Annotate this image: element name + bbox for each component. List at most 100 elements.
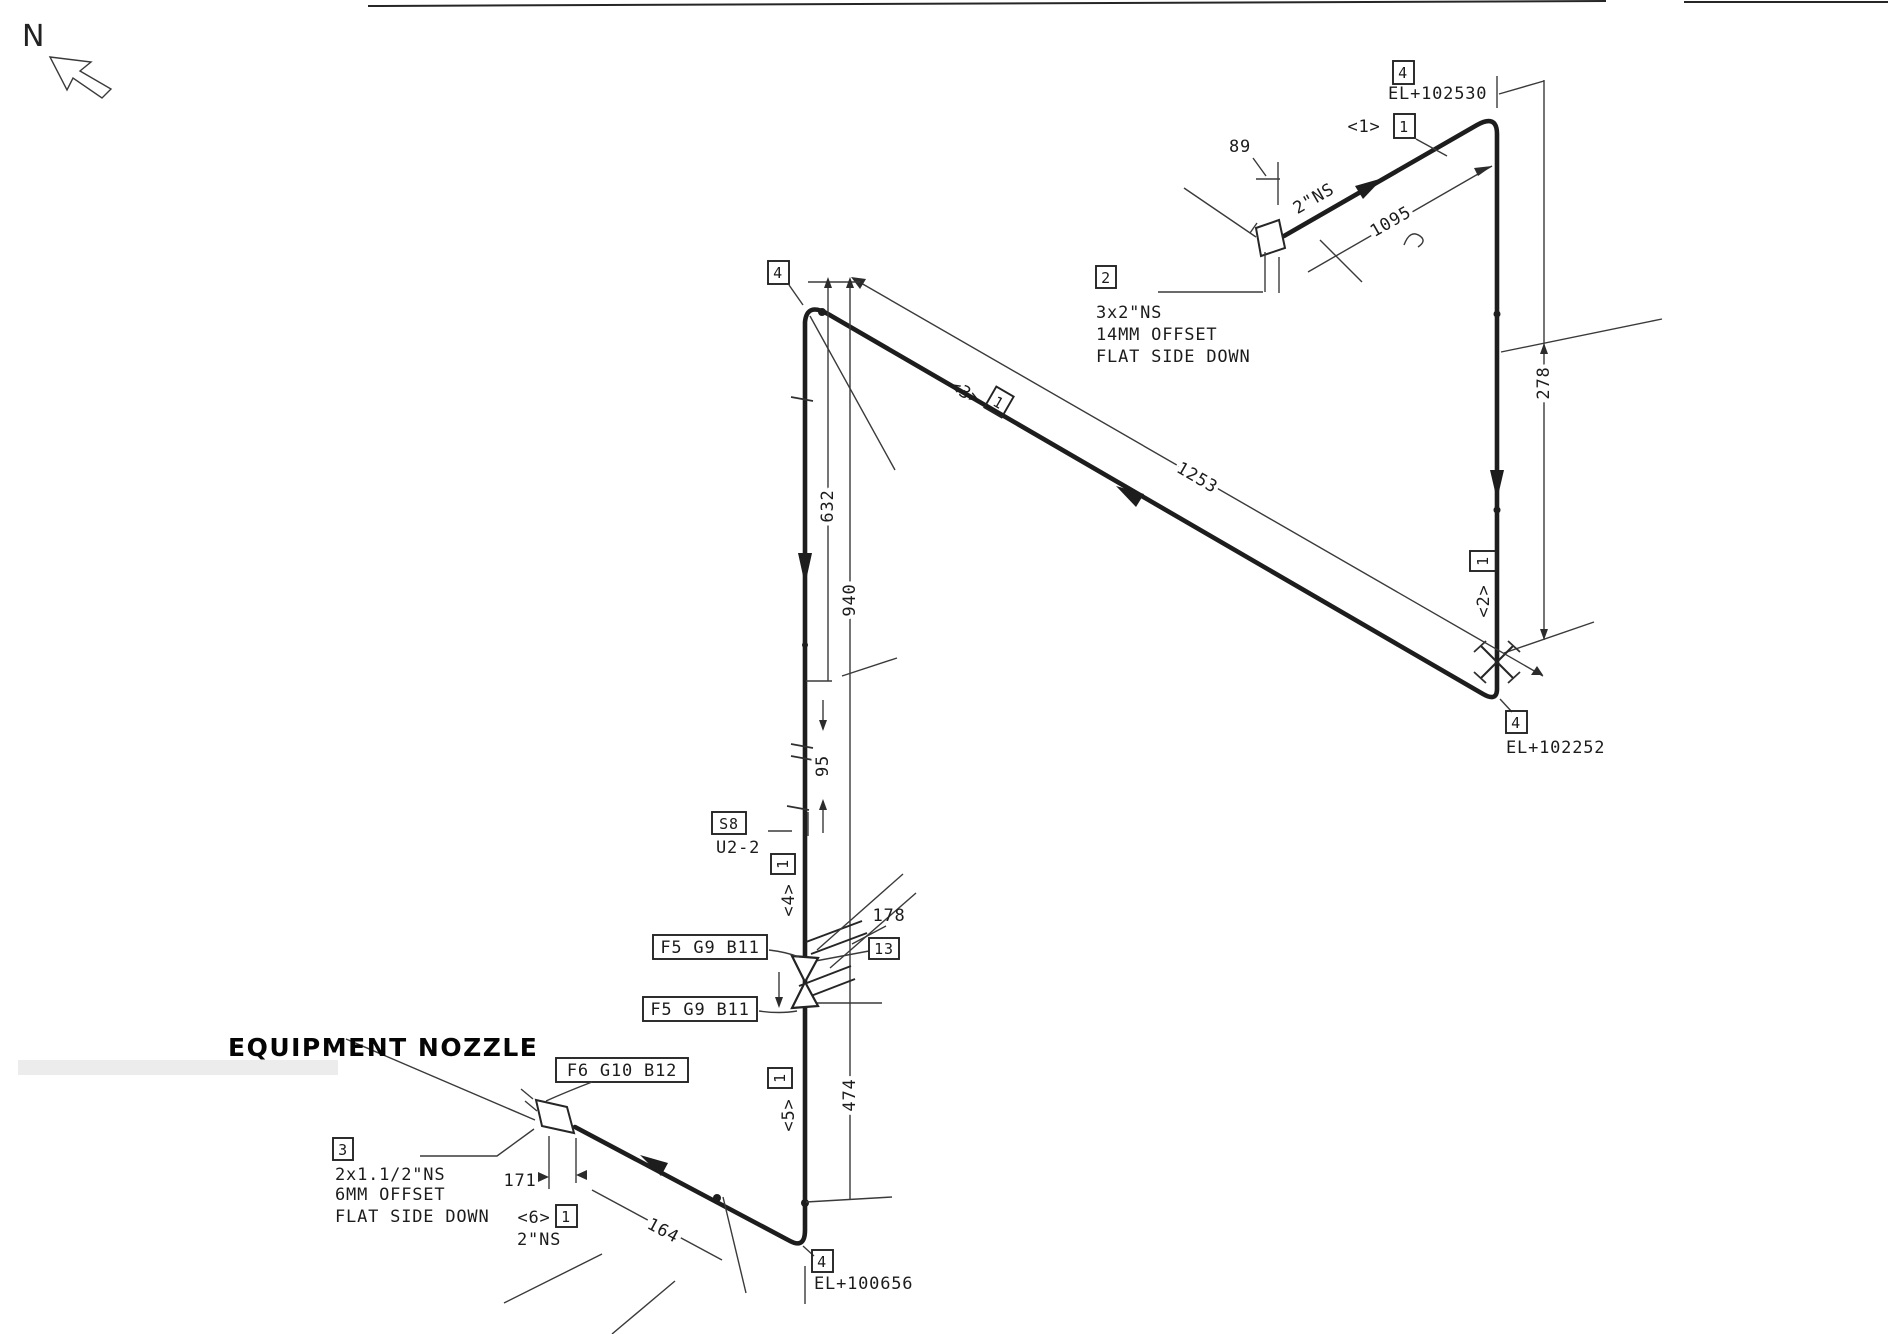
flow-tag-5: 1 <5>: [767, 1067, 799, 1132]
support-tag-box: [711, 811, 747, 835]
scan-artifact: [18, 1060, 338, 1075]
flow-tag-1-item: 1: [1399, 118, 1409, 136]
flange-label-upper: F5 G9 B11: [652, 934, 800, 960]
dim-940-label: 940: [840, 583, 860, 616]
flow-tag-6-item-box: [555, 1204, 578, 1228]
top-nozzle-symbol: [1254, 218, 1287, 258]
flange-label-lower-box: [642, 996, 758, 1022]
flow-arrow-right-riser: [1490, 470, 1504, 500]
note-offset-top: 2 3x2"NS 14MM OFFSET FLAT SIDE DOWN: [1095, 265, 1263, 367]
note-offset-bottom-size: 2x1.1/2"NS: [335, 1165, 445, 1185]
flow-tag-3-label: <3>: [946, 376, 985, 410]
note-offset-bottom: 3 2x1.1/2"NS 6MM OFFSET FLAT SIDE DOWN: [332, 1128, 535, 1227]
equipment-nozzle-label: EQUIPMENT NOZZLE: [228, 1033, 538, 1062]
pipe-size-top-label: 2"NS: [1290, 179, 1338, 218]
dim-95: 95: [786, 700, 837, 833]
flow-tag-2: 1 <2>: [1469, 550, 1497, 618]
elevation-right-item: 4: [1511, 714, 1521, 732]
nozzle-flange-label: F6 G10 B12: [545, 1057, 689, 1102]
top-nozzle: [1249, 218, 1287, 293]
dim-1253-label: 1253: [1173, 458, 1221, 497]
elevation-right-item-box: [1505, 710, 1528, 734]
flow-tag-5-item-box: [767, 1067, 793, 1089]
item-13-label: 13: [874, 940, 894, 958]
dim-164-label: 164: [644, 1214, 683, 1247]
dim-171-label: 171: [503, 1171, 536, 1191]
note-offset-bottom-offset: 6MM OFFSET: [335, 1185, 445, 1205]
flow-arrow-top-run: [1355, 178, 1383, 199]
dim-278: 278: [1498, 80, 1663, 654]
dim-278-label: 278: [1534, 366, 1554, 399]
flow-tag-4-item: 1: [774, 859, 792, 869]
north-label: N: [22, 19, 45, 54]
flow-tag-4-item-box: [770, 853, 796, 875]
flow-tag-4: 1 <4>: [770, 853, 799, 917]
flow-tag-1-label: <1>: [1347, 117, 1380, 137]
item-13-box: [868, 937, 900, 960]
flow-arrows: [640, 178, 1504, 1176]
elevation-top: 4 EL+102530: [1388, 60, 1498, 108]
corner-top-left-item-box: [767, 260, 790, 285]
elevation-top-item-box: [1392, 60, 1415, 85]
elevation-right: 4 EL+102252: [1499, 698, 1605, 758]
flow-tag-2-item: 1: [1474, 556, 1492, 566]
flow-tag-4-label: <4>: [779, 883, 799, 916]
pipe-run: [572, 118, 1500, 1246]
dim-940: 940: [806, 277, 882, 1004]
equipment-nozzle-annotation: EQUIPMENT NOZZLE: [228, 1033, 538, 1121]
elevation-bottom: 4 EL+100656: [802, 1245, 913, 1294]
leader-crossing: [841, 657, 898, 677]
flow-arrow-left-riser: [798, 553, 812, 585]
dim-95-label: 95: [813, 755, 833, 777]
nozzle-flange-label-text: F6 G10 B12: [567, 1061, 677, 1081]
elevation-bottom-label: EL+100656: [814, 1274, 913, 1294]
note-offset-top-size: 3x2"NS: [1096, 303, 1162, 323]
note-offset-bottom-item: 3: [338, 1141, 348, 1159]
nozzle-flange-label-box: [555, 1057, 689, 1083]
flange-label-upper-box: [652, 934, 768, 960]
bottom-nozzle-symbol: [534, 1098, 576, 1135]
weld-tick: [790, 396, 814, 402]
elevation-right-label: EL+102252: [1506, 738, 1605, 758]
support-ref-label: U2-2: [716, 838, 760, 858]
note-offset-top-offset: 14MM OFFSET: [1096, 325, 1217, 345]
valve-left-riser: [775, 954, 820, 1010]
elevation-top-item: 4: [1398, 64, 1408, 82]
dim-89-label: 89: [1229, 137, 1251, 157]
north-arrow: N: [22, 19, 113, 99]
support-tag-label: S8: [719, 815, 739, 833]
dim-632: 632: [806, 277, 842, 682]
flange-label-upper-text: F5 G9 B11: [660, 938, 759, 958]
offset-jog: [798, 873, 917, 1000]
flow-tag-6: <6> 1 2"NS: [517, 1204, 578, 1250]
north-arrow-icon: [48, 56, 113, 99]
dim-474-label: 474: [840, 1078, 860, 1111]
elevation-top-label: EL+102530: [1388, 84, 1487, 104]
pipe-size-bottom-label: 2"NS: [517, 1230, 561, 1250]
dim-1095: 1095: [1307, 165, 1493, 283]
note-offset-top-orient: FLAT SIDE DOWN: [1096, 347, 1251, 367]
dim-632-label: 632: [818, 489, 838, 522]
note-offset-top-item: 2: [1101, 269, 1111, 287]
flange-label-lower-text: F5 G9 B11: [650, 1000, 749, 1020]
note-offset-bottom-item-box: [332, 1137, 354, 1161]
sheet-border: [367, 0, 1888, 7]
flow-tag-6-item: 1: [561, 1208, 571, 1226]
flow-tag-5-label: <5>: [779, 1098, 799, 1131]
item-13: 13: [868, 937, 900, 960]
flange-label-lower: F5 G9 B11: [642, 996, 798, 1022]
pipe-node-dots: [713, 308, 1501, 1207]
flow-tag-6-label: <6>: [517, 1208, 550, 1228]
flow-tag-1-item-box: [1393, 113, 1416, 139]
dim-474: 474: [805, 1003, 893, 1203]
flow-arrow-diagonal-run: [1116, 486, 1144, 507]
dim-1095-label: 1095: [1367, 202, 1415, 241]
flow-tag-1: <1> 1: [1347, 113, 1448, 157]
flow-tag-3: <3> 1: [946, 376, 1015, 419]
note-offset-top-item-box: [1095, 265, 1117, 289]
flow-tag-5-item: 1: [771, 1073, 789, 1083]
valve-right-riser: [1473, 640, 1521, 684]
flow-tag-2-item-box: [1469, 550, 1497, 572]
